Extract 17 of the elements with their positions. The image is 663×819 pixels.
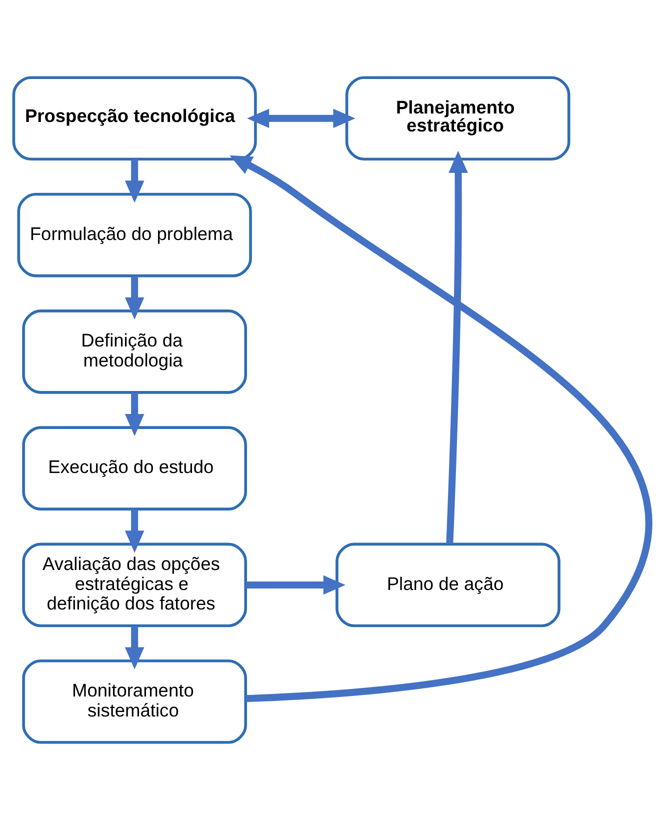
arrow — [124, 276, 144, 319]
node-box: Definição da metodologia — [22, 309, 248, 394]
node-box: Avaliação das opções estratégicas e definição dos fatores — [22, 542, 248, 627]
node-box: Planejamento estratégico — [345, 76, 570, 160]
arrow — [246, 574, 346, 594]
node-box: Plano de ação — [336, 542, 560, 627]
arrow — [247, 108, 356, 128]
arrow — [124, 626, 144, 669]
arrow — [230, 154, 651, 702]
arrow — [124, 509, 144, 552]
arrow — [446, 150, 468, 544]
arrow — [124, 392, 144, 436]
node-box: Monitoramento sistemático — [22, 658, 248, 744]
node-box: Formulação do problema — [17, 192, 252, 277]
node-box: Prospecção tecnológica — [12, 76, 257, 160]
arrow — [124, 159, 144, 202]
node-box: Execução do estudo — [22, 426, 248, 510]
